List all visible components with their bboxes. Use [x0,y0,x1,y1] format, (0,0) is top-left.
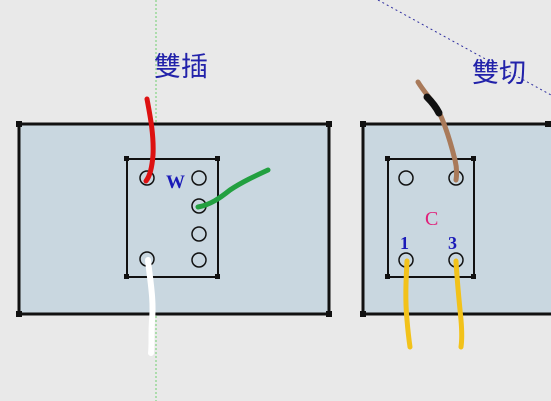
right-terminal-label: C [425,208,438,230]
white-wire [145,257,156,356]
right-plate-corner-bl [360,311,366,317]
left-terminal-label: W [166,172,185,193]
right-body-corner-br [471,274,476,279]
right-title: 雙切 [472,58,526,89]
left-title: 雙插 [154,52,208,83]
right-body-corner-bl [385,274,390,279]
black-wire-band [423,93,443,117]
right-switch-body [387,158,475,278]
terminal-hole-icon [139,170,155,186]
red-wire [143,96,156,184]
left-body-corner-tl [124,156,129,161]
right-body-corner-tr [471,156,476,161]
left-plate-corner-br [326,311,332,317]
terminal-hole-icon [398,170,414,186]
left-plate-corner-tl [16,121,22,127]
yellow-wire-1 [403,258,413,350]
terminal-hole-icon [191,252,207,268]
green-wire [195,167,271,210]
terminal-hole-icon [191,170,207,186]
right-body-corner-tl [385,156,390,161]
left-switch-plate: W [16,96,332,356]
right-switch-plate: C 1 3 [360,79,551,350]
left-switch-body [126,158,219,278]
right-plate-corner-tl [360,121,366,127]
left-plate-corner-bl [16,311,22,317]
left-body-corner-tr [215,156,220,161]
right-terminal-number-3: 3 [448,233,457,253]
right-terminal-number-1: 1 [400,233,409,253]
left-body-corner-bl [124,274,129,279]
terminal-hole-icon [191,226,207,242]
right-plate-corner-tr [545,121,551,127]
left-body-corner-br [215,274,220,279]
yellow-wire-3 [453,258,465,350]
left-plate-corner-tr [326,121,332,127]
